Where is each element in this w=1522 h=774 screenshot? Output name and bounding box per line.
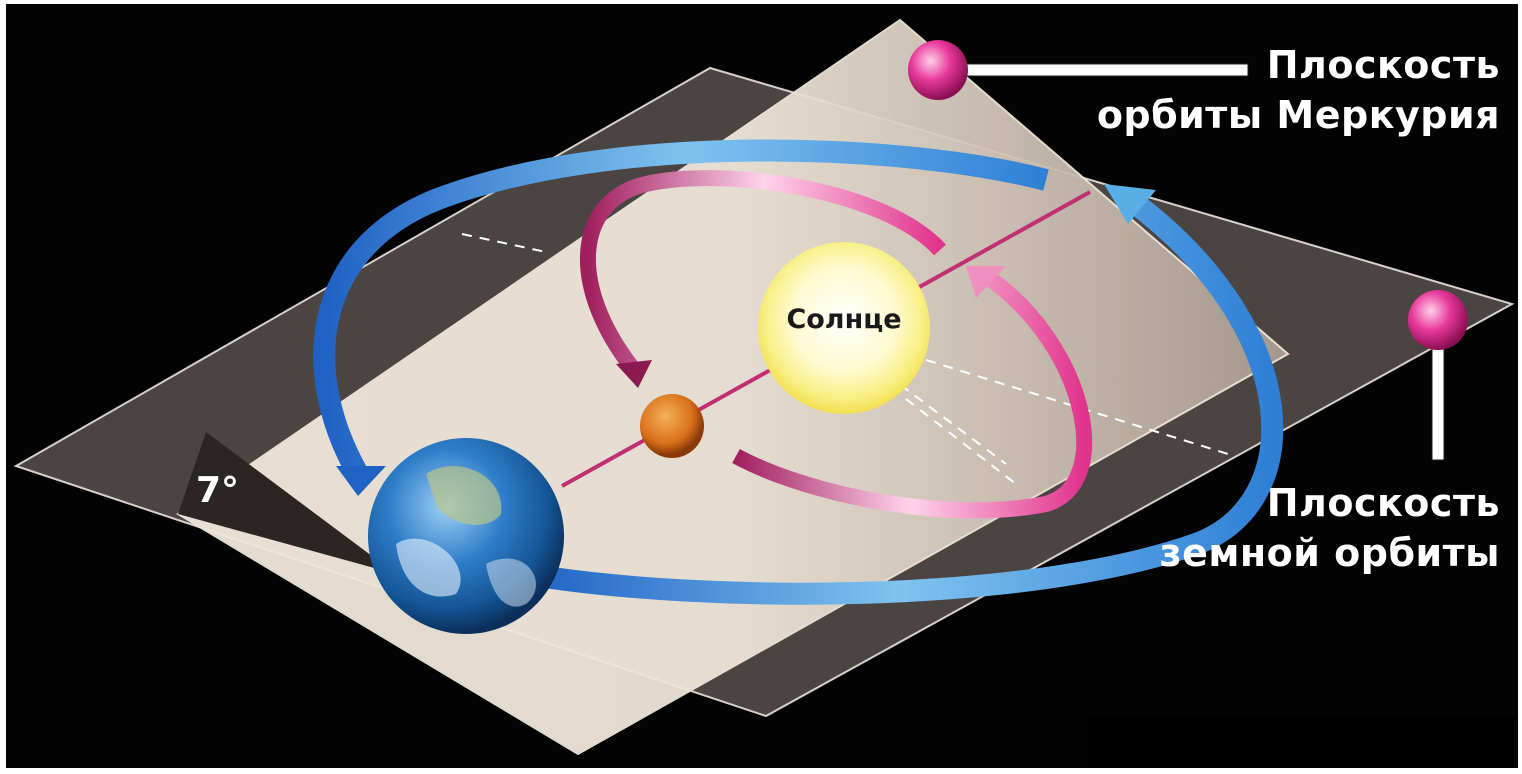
earth-orbit-arrow-left <box>336 466 386 496</box>
mercury-orbit-arrow-left <box>616 360 652 388</box>
sun <box>758 242 930 414</box>
bottom-black-bar <box>1088 716 1516 768</box>
earth-plane-pin <box>1408 290 1468 461</box>
orbital-planes-diagram <box>13 18 1515 756</box>
mercury-plane-pin <box>908 40 1249 100</box>
projection-lines <box>461 233 1229 485</box>
earth-orbit-front <box>524 195 1284 605</box>
earth-orbit-back <box>313 139 1049 480</box>
mercury-orbit-front <box>732 269 1093 519</box>
mercury-plane-label: Плоскость орбиты Меркурия <box>1096 43 1500 137</box>
sun-label: Солнце <box>786 304 902 335</box>
inclination-wedge <box>178 432 396 574</box>
diagram-canvas: Плоскость орбиты Меркурия Плоскость земн… <box>6 4 1518 768</box>
mercury-planet <box>640 394 704 458</box>
mercury-orbit-back <box>579 170 946 375</box>
earth-plane-label: Плоскость земной орбиты <box>1159 481 1500 575</box>
earth-orbit-arrow-right <box>1104 184 1156 224</box>
inclination-angle-label: 7° <box>196 470 240 511</box>
earth-planet <box>368 438 564 634</box>
mercury-orbit-arrow-right <box>966 266 1006 298</box>
